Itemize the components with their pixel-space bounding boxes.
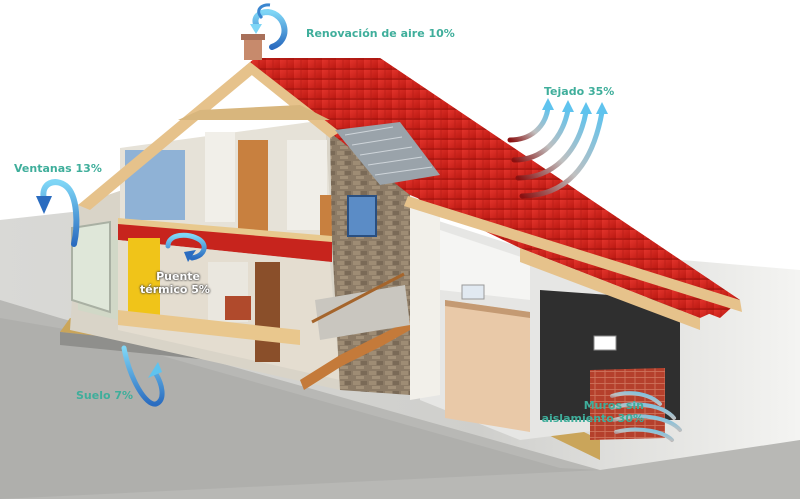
windows-arrow [36, 179, 80, 247]
windows-label: Ventanas 13% [14, 162, 102, 175]
air-renovation-label: Renovación de aire 10% [306, 27, 455, 40]
walls-heat-waves [610, 391, 682, 442]
staircase [300, 272, 410, 390]
thermal-bridge-label: Puente térmico 5% [140, 270, 210, 296]
walls-label-line1: Muros sin [583, 399, 644, 412]
walls-label: Muros sin aislamiento 30% [524, 399, 644, 425]
floor-arrow [121, 345, 165, 407]
roof-label: Tejado 35% [544, 85, 615, 98]
thermal-bridge-arrow [165, 232, 207, 262]
roof [78, 34, 742, 330]
side-wall [410, 195, 530, 400]
thermal-bridge-label-line1: Puente [156, 270, 200, 283]
walls-label-line2: aislamiento 30% [541, 412, 644, 425]
house-body [70, 120, 340, 390]
roof-heat-waves [507, 98, 608, 199]
air-renovation-arrow [250, 3, 288, 50]
floor-label: Suelo 7% [76, 389, 134, 402]
thermal-bridge-label-line2: térmico 5% [140, 283, 210, 296]
